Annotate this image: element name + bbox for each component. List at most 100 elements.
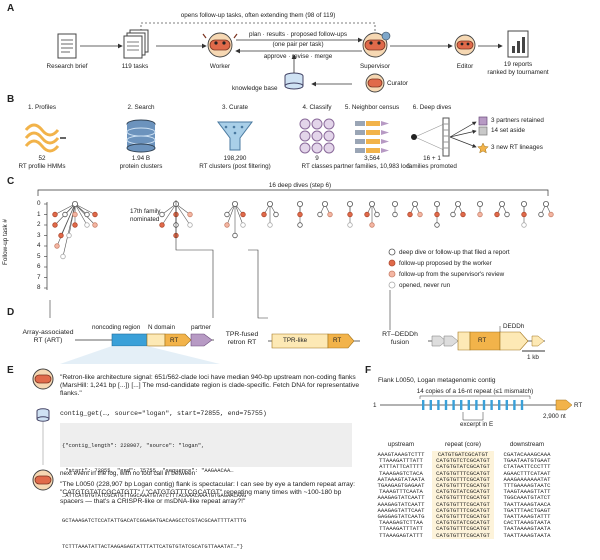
copies-label: 14 copies of a 16-nt repeat (≤1 mismatch… bbox=[416, 388, 534, 395]
repeat-copy-mark bbox=[505, 400, 508, 410]
upstream-seq: ATTTATTCATTTT bbox=[379, 463, 423, 471]
tool-response: {"contig_length": 228907, "source": "log… bbox=[62, 425, 352, 560]
col-upstream: upstream bbox=[387, 441, 415, 448]
repeat-copy-mark bbox=[490, 400, 493, 410]
step-value-5: 3,564 bbox=[364, 155, 380, 162]
partner-gene-block bbox=[190, 333, 213, 347]
core-seq: CATGTGTTTCGCATGT bbox=[436, 525, 490, 533]
tree-node bbox=[327, 211, 333, 218]
tree-node bbox=[261, 211, 267, 218]
core-seq: CATGTGTCTCGCATGT bbox=[436, 457, 490, 465]
upstream-seq: TTAAAGAGTATTT bbox=[379, 531, 423, 539]
tree-root-node bbox=[521, 200, 528, 207]
downstream-seq: TTTGAAAAGTAATC bbox=[503, 482, 551, 489]
core-seq: CATGTGTTTCGCATGT bbox=[436, 469, 490, 477]
flank-end: 2,900 nt bbox=[543, 413, 566, 420]
deep-dive-icon bbox=[411, 117, 477, 157]
tool-response-line-3: …ATTCATGTGTATCGCATGTTGGCAAATGTATCTTTACAA… bbox=[62, 493, 247, 500]
tree-node bbox=[273, 211, 279, 218]
art-label-1: Array-associated bbox=[22, 329, 74, 336]
panel-e-label: E bbox=[7, 365, 14, 376]
downstream-seq: TGAATAATGTGAAT bbox=[503, 457, 551, 465]
repeat-copy-mark bbox=[467, 400, 470, 410]
tree-node bbox=[477, 211, 483, 218]
panel-c-graphics bbox=[37, 189, 554, 330]
tree-node bbox=[72, 222, 78, 228]
step-desc-3: RT clusters (post filtering) bbox=[199, 163, 271, 170]
y-tick-label-8: 8 bbox=[37, 284, 41, 291]
deep-dives-bracket-label: 16 deep dives (step 6) bbox=[268, 182, 332, 189]
col-core: repeat (core) bbox=[444, 441, 482, 448]
tree-node bbox=[347, 211, 353, 218]
repeat-copy-mark bbox=[452, 400, 455, 410]
tree-node bbox=[92, 211, 98, 218]
panel-f-label: F bbox=[365, 365, 372, 376]
tree-node bbox=[521, 222, 527, 228]
tree-node bbox=[54, 243, 60, 249]
upstream-seq: GAGGAGTATCAATG bbox=[377, 513, 425, 520]
deep-dive-tree-5 bbox=[296, 200, 303, 228]
tree-node bbox=[504, 211, 510, 218]
tpr-like-label: TPR-like bbox=[283, 337, 308, 344]
database-icon bbox=[126, 119, 156, 153]
loop-note: opens follow-up tasks, often extending t… bbox=[180, 12, 336, 19]
approve-revise-label: approve · revise · merge bbox=[263, 53, 333, 60]
rt-label-d3: RT bbox=[478, 337, 487, 344]
downstream-seq: CGATACAAAGCAAA bbox=[503, 451, 551, 458]
legend-item-never-run: opened, never run bbox=[399, 282, 451, 289]
step-value-6: 16 + 1 bbox=[423, 155, 441, 162]
tasks-label: 119 tasks bbox=[121, 63, 149, 70]
outcome-set-aside: 14 set aside bbox=[491, 127, 525, 134]
outcome-new-lineages: 3 new RT lineages bbox=[491, 144, 543, 151]
partner-label: partner bbox=[191, 324, 211, 331]
deep-dive-tree-6 bbox=[317, 200, 333, 218]
upstream-seq: AAAGAGTATCAATT bbox=[377, 500, 425, 508]
tpr-retron-label-2: retron RT bbox=[227, 339, 257, 346]
deep-dive-tree-8 bbox=[364, 200, 380, 228]
upstream-seq: AAAGTAAAGTCTTT bbox=[377, 451, 425, 458]
one-pair-label: (one pair per task) bbox=[272, 41, 324, 48]
step-desc-2: protein clusters bbox=[119, 163, 163, 170]
deep-dive-tree-7 bbox=[346, 200, 353, 228]
funnel-icon bbox=[217, 121, 253, 151]
downstream-seq: AAAGAAAAAAATAT bbox=[503, 475, 551, 483]
deep-dive-tree-14 bbox=[494, 200, 510, 218]
tree-node bbox=[364, 211, 370, 218]
tree-node bbox=[159, 211, 165, 218]
tree-node bbox=[374, 211, 380, 218]
classify-grid-icon bbox=[299, 118, 335, 154]
tree-node bbox=[538, 211, 544, 218]
tree-node bbox=[92, 222, 98, 228]
y-tick-label-5: 5 bbox=[37, 252, 41, 260]
core-seq: CATGTGTATCGCATGT bbox=[436, 519, 490, 527]
downstream-seq: TAATTAAAGTAATA bbox=[503, 531, 551, 539]
step-value-3: 198,290 bbox=[223, 155, 247, 162]
panel-d-label: D bbox=[7, 307, 15, 318]
worker-avatar-icon-2 bbox=[32, 469, 54, 491]
supervisor-label: Supervisor bbox=[359, 63, 391, 70]
curator-crab-icon bbox=[365, 73, 385, 93]
panel-a-label: A bbox=[7, 3, 15, 14]
repeat-copy-mark bbox=[422, 400, 425, 410]
deddh-block bbox=[499, 331, 529, 351]
tree-node bbox=[72, 211, 78, 218]
tree-node bbox=[60, 253, 66, 260]
tree-node bbox=[407, 211, 413, 218]
tree-root-node bbox=[498, 200, 505, 207]
deep-dive-tree-16 bbox=[538, 200, 554, 218]
deddh-label: DEDDh bbox=[503, 323, 525, 330]
rt-gene-block bbox=[164, 333, 192, 347]
rt-gene-block-2 bbox=[327, 333, 355, 349]
tree-root-node bbox=[296, 200, 303, 207]
y-tick-label-1: 1 bbox=[37, 210, 41, 218]
tree-root-node bbox=[231, 200, 238, 207]
tool-response-line-4: GCTAAAGATCTCCATATTGACATCGGAGATGACAAGCCTC… bbox=[62, 518, 247, 525]
tree-node bbox=[450, 211, 456, 218]
core-seq: CATGTGTTTCGCATGT bbox=[436, 513, 490, 520]
tree-node bbox=[62, 211, 68, 218]
tree-node bbox=[187, 222, 193, 228]
panel-b-graphics bbox=[24, 116, 489, 157]
downstream-seq: TAAGTAAAGTTATT bbox=[503, 488, 551, 496]
downstream-seq: TGGCAAATGTATCT bbox=[503, 494, 551, 502]
tree-node bbox=[66, 232, 72, 239]
